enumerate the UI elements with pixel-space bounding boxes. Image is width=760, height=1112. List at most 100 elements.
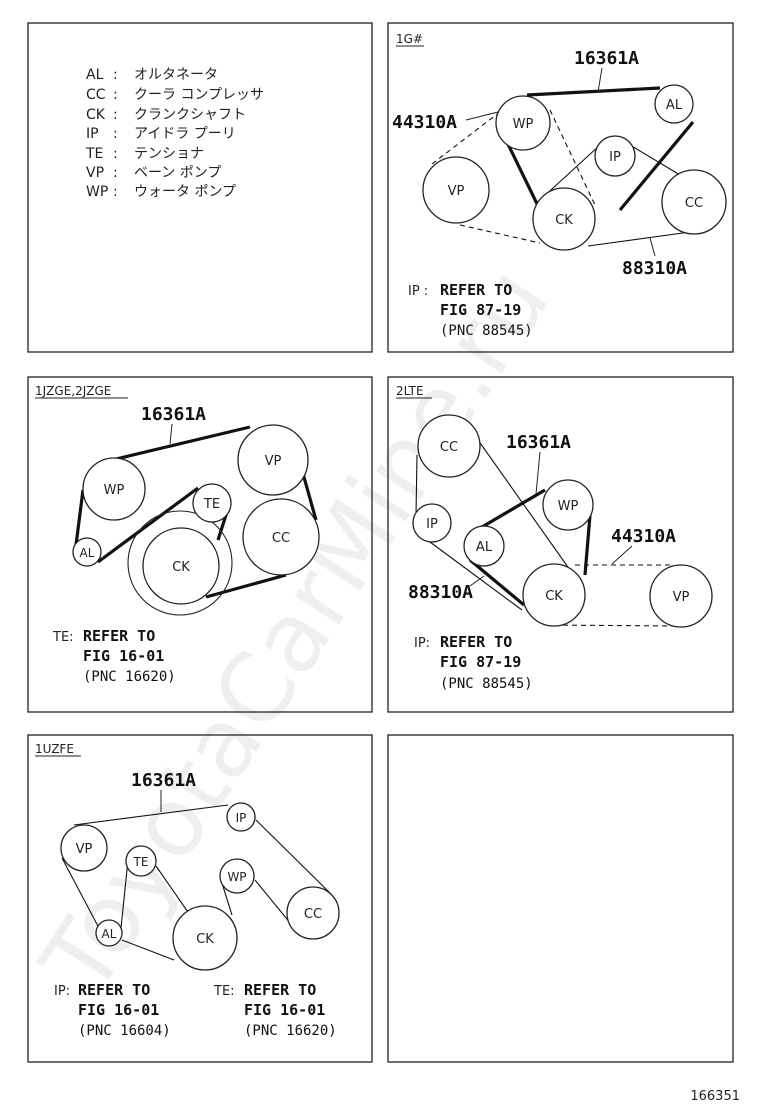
pulley-wp [219, 858, 255, 894]
belt-44310a [459, 224, 541, 244]
pulley-label: VP [265, 454, 282, 469]
part-number: 44310A [611, 526, 676, 547]
belt-16361a [255, 819, 333, 896]
belt-44310a [431, 107, 506, 165]
legend: AL : オルタネータ CC : クーラ コンプレッサ CK : クランクシャフ… [85, 67, 264, 200]
belt-88310a [629, 144, 681, 176]
page-number: 166351 [690, 1089, 740, 1104]
note-text: FIG 16-01 [83, 647, 164, 665]
belt-16361a [583, 514, 592, 576]
part-number: 16361A [506, 432, 571, 453]
legend-name: オルタネータ [134, 67, 218, 83]
pulley-wp [542, 479, 594, 531]
pulley-te [192, 483, 232, 523]
pulley-label: TE [203, 497, 220, 512]
belt-44310a [544, 624, 679, 627]
diagram-1g: 1G# WP AL IP VP CK CC 16361A 44310A 8831… [392, 32, 727, 339]
note-text: FIG 87-19 [440, 301, 521, 319]
legend-sep: : [113, 146, 118, 162]
pulley-al [654, 84, 694, 124]
panel-uzfe [27, 734, 373, 1063]
pulley-vp [422, 156, 490, 224]
pulley-label: AL [102, 927, 117, 941]
legend-sep: : [113, 126, 118, 142]
engine-tag: 2LTE [396, 384, 424, 398]
legend-name: クランクシャフト [134, 107, 246, 123]
pulley-al [463, 525, 505, 567]
pulley-label: WP [227, 870, 246, 884]
pulley-label: CC [272, 531, 290, 546]
belt-16361a [468, 558, 526, 607]
legend-code: VP [86, 165, 104, 181]
belt-88310a [587, 231, 691, 247]
pulley-cc [286, 886, 340, 940]
note-text: FIG 87-19 [440, 653, 521, 671]
belt-16361a [216, 514, 228, 541]
pulley-label: WP [558, 499, 579, 514]
legend-name: ベーン ポンプ [134, 165, 221, 181]
legend-code: WP [86, 184, 108, 200]
belt-16361a [74, 489, 85, 546]
legend-sep: : [113, 184, 118, 200]
pulley-label: CK [172, 560, 190, 575]
panel-jzge [27, 376, 373, 713]
note-text: REFER TO [83, 627, 155, 645]
pulley-label: AL [80, 546, 95, 560]
pulley-ck [532, 187, 596, 251]
pulley-label: VP [673, 590, 690, 605]
pulley-ck [172, 905, 238, 971]
belt-16361a [300, 469, 318, 521]
diagram-2lte: 2LTE CC IP WP AL CK VP 16361A 44310A 883… [396, 384, 713, 692]
pulley-ck [522, 563, 586, 627]
part-number: 16361A [131, 770, 196, 791]
diagram-uzfe: 1UZFE VP IP TE WP AL CK CC 16361A IP: RE… [35, 742, 340, 1039]
note-text: (PNC 16604) [78, 1023, 171, 1039]
note-text: REFER TO [440, 633, 512, 651]
pulley-wp [495, 95, 551, 151]
pulley-cc [661, 169, 727, 235]
legend-code: IP [86, 126, 99, 142]
belt-16361a [97, 486, 199, 564]
panel-1g [387, 22, 734, 353]
pulley-te [125, 845, 157, 877]
note-text: (PNC 16620) [244, 1023, 337, 1039]
pulley-label: VP [76, 842, 93, 857]
pulley-al [95, 919, 123, 947]
belt-16361a [504, 139, 542, 211]
pulley-label: IP [609, 150, 621, 165]
belt-88310a [429, 541, 523, 611]
legend-sep: : [113, 67, 118, 83]
pulley-cc [242, 498, 320, 576]
note-prefix: IP : [408, 284, 428, 299]
pulley-label: IP [236, 811, 247, 825]
belt-16361a [120, 859, 129, 929]
note-prefix: TE: [52, 630, 74, 645]
pulley-label: WP [104, 483, 125, 498]
belt-16361a [121, 939, 175, 961]
pulley-label: VP [448, 184, 465, 199]
pulley-label: CK [545, 589, 563, 604]
belt-16361a [205, 573, 287, 599]
part-number: 88310A [408, 582, 473, 603]
legend-sep: : [113, 87, 118, 103]
note-text: (PNC 88545) [440, 676, 533, 692]
pulley-vp [237, 424, 309, 496]
part-number: 44310A [392, 112, 457, 133]
pulley-ck [142, 527, 220, 605]
belt-16361a [526, 86, 661, 97]
pulley-vp [649, 564, 713, 628]
note-prefix: IP: [414, 636, 430, 651]
note-text: FIG 16-01 [244, 1001, 325, 1019]
note-text: REFER TO [78, 981, 150, 999]
pulley-label: CK [196, 932, 214, 947]
note-prefix: IP: [54, 984, 70, 999]
pulley-ip [226, 802, 256, 832]
legend-name: テンショナ [134, 146, 204, 162]
pulley-te-track [127, 510, 233, 616]
pulley-label: AL [666, 98, 683, 113]
note-prefix: TE: [213, 984, 235, 999]
pulley-ip [412, 503, 452, 543]
belt-16361a [61, 857, 101, 931]
panel-empty [387, 734, 734, 1063]
